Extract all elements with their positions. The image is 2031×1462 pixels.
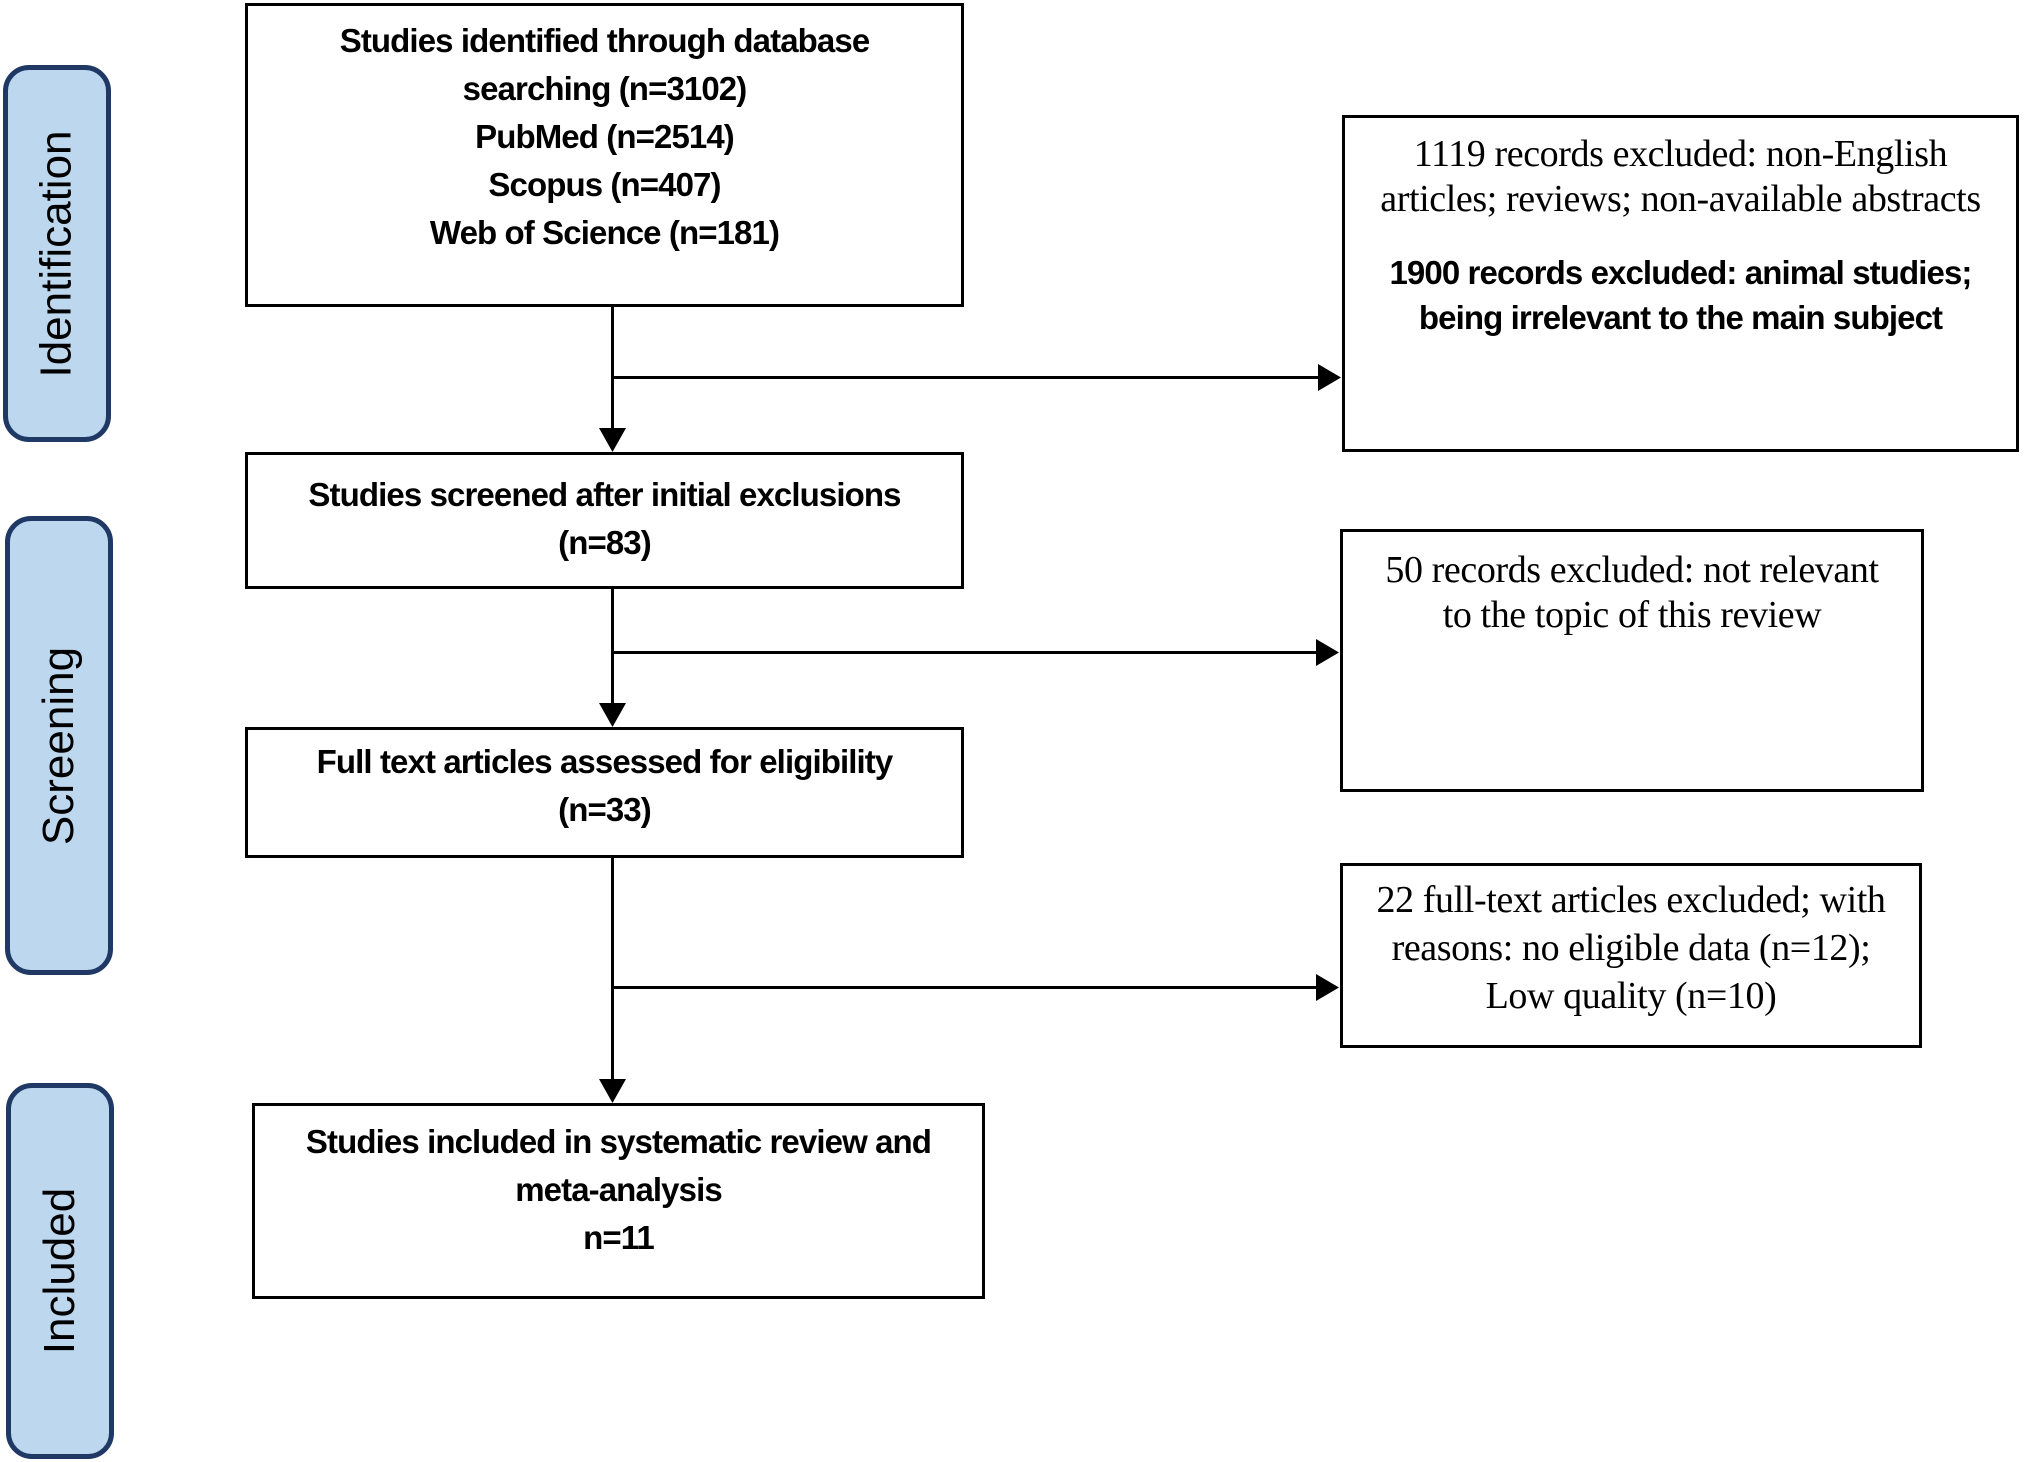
box-excluded-screening-line: 50 records excluded: not relevant (1385, 549, 1879, 591)
box-studies-identified-line: PubMed (n=2514) (475, 118, 735, 155)
box-excluded-fulltext: 22 full-text articles excluded; with rea… (1340, 863, 1922, 1048)
box-excluded-screening: 50 records excluded: not relevant to the… (1340, 529, 1924, 792)
box-excluded-fulltext-line: 22 full-text articles excluded; with (1376, 879, 1886, 921)
stage-identification: Identification (3, 65, 111, 442)
box-studies-screened-line: (n=83) (558, 524, 652, 561)
arrowhead-down-fulltext (599, 703, 626, 727)
box-studies-identified: Studies identified through database sear… (245, 3, 964, 307)
arrowhead-down-included (599, 1079, 626, 1103)
excluded-initial-bold-paragraph: 1900 records excluded: animal studies; b… (1345, 250, 2016, 340)
stage-identification-label: Identification (32, 129, 81, 378)
box-excluded-screening-line: to the topic of this review (1442, 594, 1822, 636)
box-studies-screened-line: Studies screened after initial exclusion… (308, 476, 901, 513)
arrowhead-right-exclusion-3 (1316, 974, 1339, 1001)
box-excluded-initial-line: being irrelevant to the main subject (1418, 299, 1943, 336)
box-studies-identified-line: Studies identified through database (339, 22, 870, 59)
arrowhead-down-screened (599, 428, 626, 452)
stage-screening: Screening (5, 516, 113, 975)
stage-included-label: Included (35, 1187, 85, 1355)
arrowhead-right-exclusion-2 (1316, 639, 1339, 666)
box-fulltext-assessed: Full text articles assessed for eligibil… (245, 727, 964, 858)
box-excluded-initial: 1119 records excluded: non-English artic… (1342, 115, 2019, 452)
connector-arrowheads (599, 364, 1341, 1103)
box-excluded-fulltext-line: Low quality (n=10) (1485, 975, 1777, 1017)
box-studies-included-line: Studies included in systematic review an… (305, 1123, 932, 1160)
box-excluded-initial-line: 1900 records excluded: animal studies; (1389, 254, 1972, 291)
box-excluded-initial-line: 1119 records excluded: non-English (1413, 133, 1948, 175)
box-studies-identified-line: searching (n=3102) (462, 70, 748, 107)
box-studies-identified-line: Web of Science (n=181) (429, 214, 780, 251)
excluded-initial-serif-paragraph: 1119 records excluded: non-English artic… (1345, 132, 2016, 222)
box-fulltext-assessed-line: Full text articles assessed for eligibil… (316, 743, 894, 780)
arrowhead-right-exclusion-1 (1318, 364, 1341, 391)
box-studies-included-line: n=11 (583, 1219, 655, 1256)
box-fulltext-assessed-line: (n=33) (558, 791, 652, 828)
box-excluded-initial-line: articles; reviews; non-available abstrac… (1380, 178, 1981, 220)
stage-included: Included (6, 1083, 114, 1459)
box-studies-included-line: meta-analysis (515, 1171, 722, 1208)
box-studies-included: Studies included in systematic review an… (252, 1103, 985, 1299)
box-studies-screened: Studies screened after initial exclusion… (245, 452, 964, 589)
connector-lines (611, 307, 1319, 1081)
box-excluded-fulltext-line: reasons: no eligible data (n=12); (1391, 927, 1871, 969)
stage-screening-label: Screening (34, 646, 84, 845)
box-studies-identified-line: Scopus (n=407) (488, 166, 721, 203)
